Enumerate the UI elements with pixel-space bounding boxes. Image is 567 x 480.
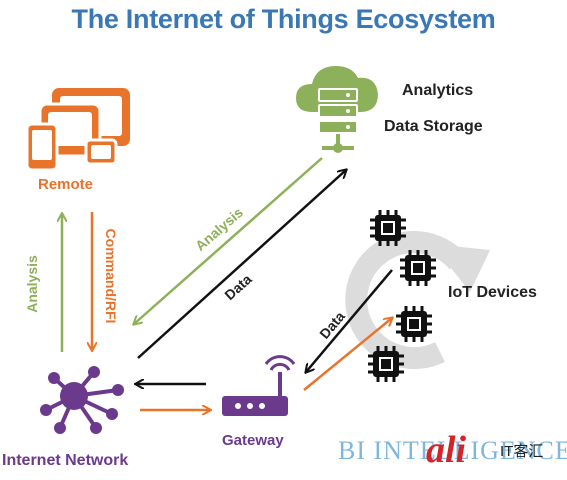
remote-devices-icon <box>25 88 130 172</box>
diagram-title: The Internet of Things Ecosystem <box>71 4 496 34</box>
iot-devices-label: IoT Devices <box>448 284 537 301</box>
iot-chip-icon <box>396 306 432 342</box>
analysis-vertical-label: Analysis <box>24 255 40 313</box>
analysis-diagonal-arrow <box>134 157 323 324</box>
data-storage-label: Data Storage <box>384 118 483 135</box>
watermark-cn: IT客汇 <box>500 443 544 460</box>
analytics-label: Analytics <box>402 82 474 99</box>
watermark-text: BI INTELLIGENCE <box>338 436 567 465</box>
watermark-logo: ali <box>426 429 467 471</box>
cloud-server-icon <box>296 66 378 153</box>
gateway-to-devices-arrow <box>303 318 392 391</box>
gateway-label: Gateway <box>222 432 284 449</box>
iot-chip-icon <box>400 250 436 286</box>
data-to-cloud-arrow <box>137 170 346 359</box>
gateway-router-icon <box>222 355 296 416</box>
data-to-gateway-arrow <box>306 269 393 372</box>
internet-network-label: Internet Network <box>2 452 129 469</box>
iot-chip-icon <box>370 210 406 246</box>
command-rfi-label: Command/RFI <box>103 228 119 324</box>
network-hub-icon <box>40 366 124 434</box>
remote-label: Remote <box>38 176 94 193</box>
iot-chip-icon <box>368 346 404 382</box>
